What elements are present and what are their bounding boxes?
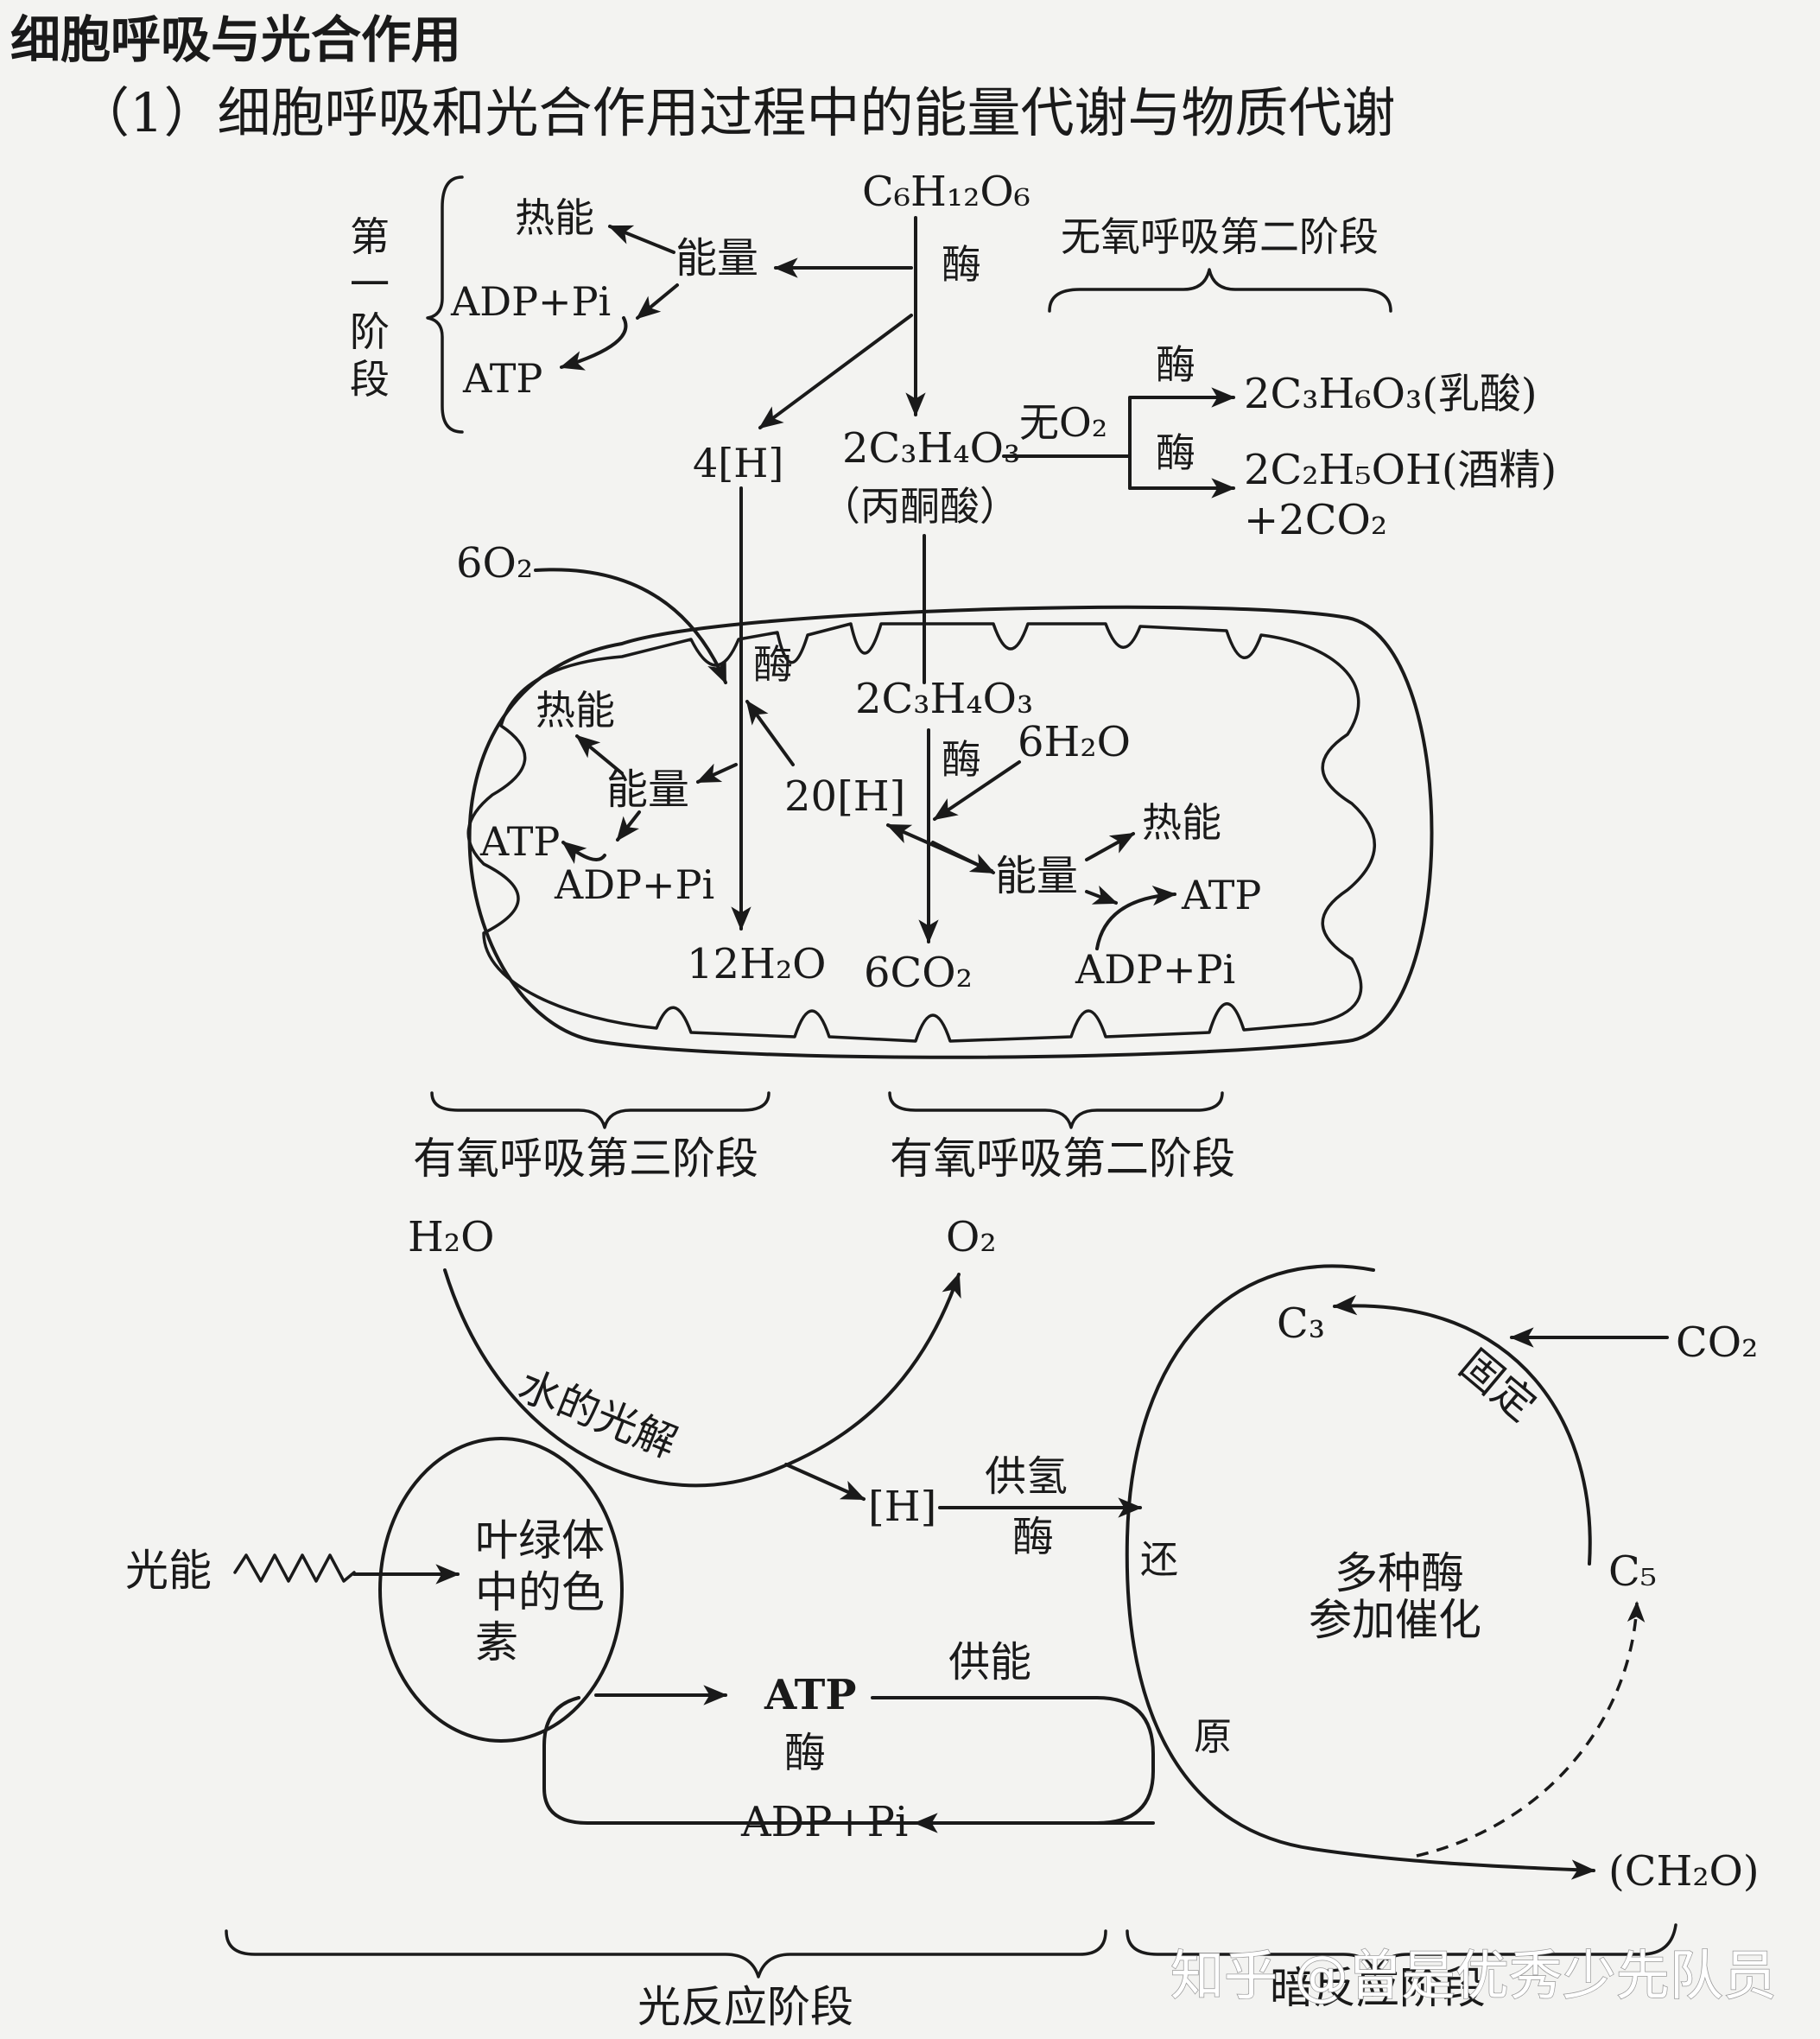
stage1-char-3: 阶 bbox=[350, 308, 390, 355]
co2-2-label: +2CO₂ bbox=[1244, 496, 1387, 544]
pyruvate-label-mito: 2C₃H₄O₃ bbox=[855, 675, 1033, 723]
photo-o2-label: O₂ bbox=[946, 1213, 997, 1261]
arrow-water-in bbox=[933, 760, 1021, 821]
enzyme-label-ethanol: 酶 bbox=[1156, 429, 1195, 476]
calvin-fixation-arc bbox=[1332, 1294, 1592, 1566]
enzyme-label-atp: 酶 bbox=[784, 1729, 826, 1777]
arrow-energy-to-heat bbox=[607, 225, 675, 254]
arrow-to-h bbox=[784, 1463, 866, 1501]
aerobic-stage2-label: 有氧呼吸第二阶段 bbox=[890, 1134, 1235, 1184]
o2-6-label: 6O₂ bbox=[456, 539, 533, 588]
light-energy-label: 光能 bbox=[125, 1546, 212, 1596]
enzyme-label-stage2: 酶 bbox=[942, 736, 981, 783]
light-zigzag-icon bbox=[233, 1553, 356, 1583]
atp-label-s2: ATP bbox=[1181, 872, 1261, 918]
heat-label-s1: 热能 bbox=[515, 194, 594, 241]
arrow-energy-to-heat-s2 bbox=[1085, 832, 1136, 861]
arrow-to-ethanol bbox=[1128, 454, 1236, 499]
aerobic-stage3-label: 有氧呼吸第三阶段 bbox=[413, 1134, 758, 1184]
photo-adp-pi-label: ADP+Pi bbox=[740, 1798, 908, 1846]
adp-pi-label-s3: ADP+Pi bbox=[554, 861, 714, 908]
chloroplast-pigment-circle bbox=[378, 1437, 624, 1743]
enzyme-label-lactic: 酶 bbox=[1156, 341, 1195, 388]
aerobic-stage2-brace bbox=[888, 1091, 1224, 1129]
mitochondrion-inner-membrane bbox=[466, 622, 1376, 1043]
stage1-char-1: 第 bbox=[350, 213, 390, 260]
h2o-6-label: 6H₂O bbox=[1018, 718, 1131, 766]
arrow-stage2-to-energy bbox=[931, 841, 996, 874]
h20-label: 20[H] bbox=[784, 772, 905, 821]
arrow-adp-to-atp-s3 bbox=[561, 841, 606, 865]
multi-enzyme-line1-label: 多种酶 bbox=[1335, 1548, 1464, 1598]
stage1-brace bbox=[426, 175, 464, 434]
arrow-20h-to-stage3 bbox=[745, 700, 795, 766]
stage1-vertical-label: 第 一 阶 段 bbox=[350, 213, 390, 403]
energy-label-s2: 能量 bbox=[995, 852, 1078, 900]
arrow-glucose-to-4h bbox=[758, 314, 913, 429]
aerobic-stage3-brace bbox=[430, 1091, 770, 1129]
light-stage-brace bbox=[225, 1929, 1107, 1979]
arrow-adp-to-atp-s1 bbox=[559, 316, 628, 371]
photo-h-label: [H] bbox=[868, 1483, 936, 1531]
adp-pi-label-s2: ADP+Pi bbox=[1075, 946, 1235, 993]
light-stage-label: 光反应阶段 bbox=[637, 1982, 853, 2032]
glucose-label: C₆H₁₂O₆ bbox=[862, 168, 1030, 216]
arrow-photolysis-curve bbox=[443, 1268, 961, 1488]
no-o2-label: 无O₂ bbox=[1019, 399, 1107, 446]
dark-stage-brace bbox=[1126, 1923, 1677, 1976]
arrow-energy-to-heat-s3 bbox=[575, 734, 624, 775]
arrow-o2-into-mito bbox=[534, 568, 727, 685]
enzyme-label-supply-h: 酶 bbox=[1012, 1513, 1054, 1561]
pigment-line3-label: 素 bbox=[475, 1617, 518, 1667]
anaerobic-stage2-label: 无氧呼吸第二阶段 bbox=[1061, 213, 1379, 260]
anaerobic-brace bbox=[1048, 268, 1392, 313]
co2-6-label: 6CO₂ bbox=[864, 949, 973, 997]
ethanol-label: 2C₂H₅OH(酒精) bbox=[1244, 446, 1557, 494]
stage1-char-4: 段 bbox=[350, 356, 390, 403]
adp-pi-label-s1: ADP+Pi bbox=[450, 278, 611, 325]
enzyme-label-stage3: 酶 bbox=[753, 641, 793, 688]
pyruvate-label: 2C₃H₄O₃ bbox=[842, 424, 1020, 473]
watermark: 知乎 @曾是优秀少先队员 bbox=[1170, 1944, 1777, 2007]
h4-label: 4[H] bbox=[693, 440, 783, 486]
dark-stage-label: 暗反应阶段 bbox=[1270, 1963, 1486, 2013]
section-title: 细胞呼吸与光合作用 bbox=[10, 10, 461, 69]
photo-h2o-label: H₂O bbox=[408, 1213, 494, 1261]
ch2o-label: (CH₂O) bbox=[1608, 1847, 1760, 1896]
arrow-energy-to-atp-s2 bbox=[1085, 885, 1119, 905]
calvin-reduction-arc bbox=[1125, 1264, 1596, 1880]
energy-label-s1: 能量 bbox=[675, 234, 758, 283]
arrow-adp-to-atp-s2 bbox=[1095, 885, 1177, 950]
pigment-line1-label: 叶绿体 bbox=[475, 1515, 605, 1566]
mitochondrion-outer-membrane bbox=[467, 605, 1434, 1059]
pyruvate-name-label: （丙酮酸） bbox=[821, 483, 1019, 530]
arrow-energy-to-atp bbox=[636, 283, 679, 320]
lactic-acid-label: 2C₃H₆O₃(乳酸) bbox=[1244, 370, 1538, 418]
photolysis-label: 水的光解 bbox=[511, 1361, 683, 1468]
arrow-energy-to-atp-s3 bbox=[616, 810, 641, 842]
photo-atp-label: ATP bbox=[764, 1671, 856, 1719]
supply-h-label: 供氢 bbox=[985, 1452, 1068, 1501]
arrow-regenerate-c5 bbox=[1416, 1600, 1646, 1858]
fixation-label: 固定 bbox=[1450, 1340, 1545, 1431]
photo-co2-label: CO₂ bbox=[1676, 1318, 1758, 1367]
c3-label: C₃ bbox=[1277, 1299, 1325, 1348]
stage1-char-2: 一 bbox=[350, 261, 390, 308]
reduction-char-2: 原 bbox=[1194, 1715, 1232, 1759]
atp-label-s3: ATP bbox=[479, 818, 560, 865]
supply-energy-label: 供能 bbox=[948, 1638, 1031, 1686]
heat-label-s3: 热能 bbox=[536, 687, 615, 734]
arrow-stage3-to-energy bbox=[695, 763, 738, 784]
atp-label-s1: ATP bbox=[462, 355, 542, 402]
c5-label: C₅ bbox=[1608, 1547, 1657, 1596]
subtitle: （1）细胞呼吸和光合作用过程中的能量代谢与物质代谢 bbox=[76, 81, 1395, 144]
heat-label-s2: 热能 bbox=[1142, 799, 1221, 846]
enzyme-label-glycolysis: 酶 bbox=[942, 241, 981, 288]
multi-enzyme-line2-label: 参加催化 bbox=[1309, 1595, 1481, 1645]
reduction-char-1: 还 bbox=[1140, 1538, 1178, 1582]
h2o-12-label: 12H₂O bbox=[687, 940, 827, 988]
pigment-line2-label: 中的色 bbox=[475, 1567, 605, 1617]
